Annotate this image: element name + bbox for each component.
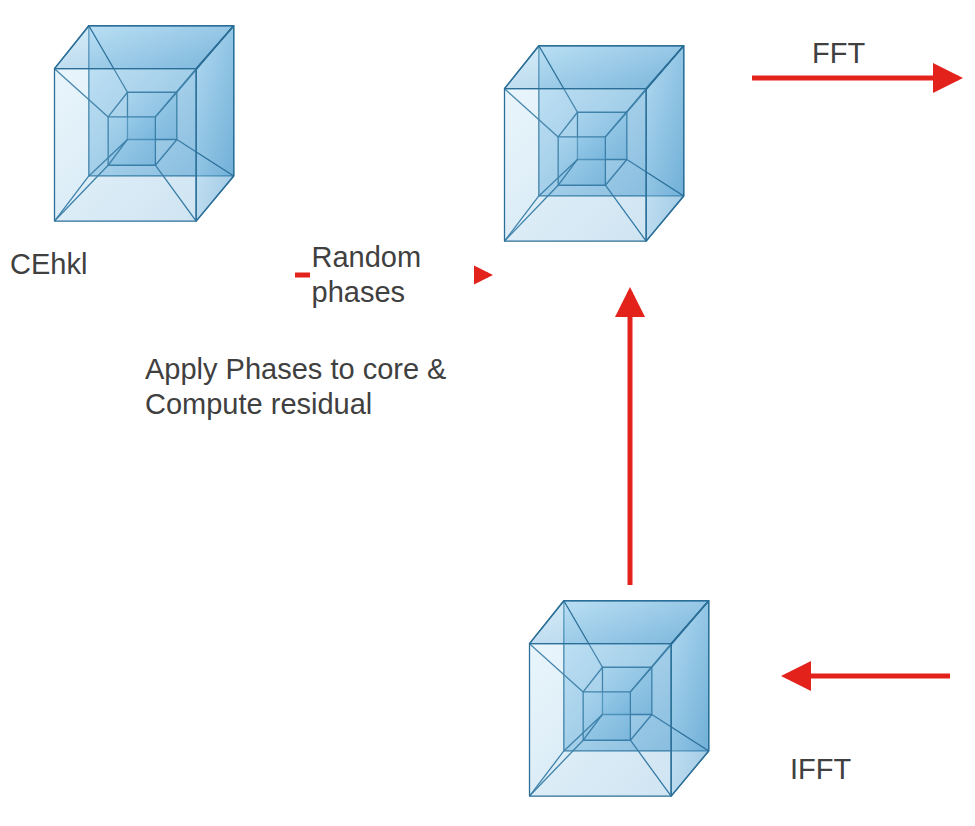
edge-label: Random phases (310, 240, 474, 310)
flow-arrow (628, 292, 633, 585)
fft-arrow (752, 76, 958, 81)
node-label: CEhkl (10, 247, 87, 282)
cube-node (515, 585, 715, 815)
tesseract-cube (495, 35, 690, 255)
edge-label: Apply Phases to core & Compute residual (145, 352, 545, 422)
tesseract-cube (45, 15, 240, 235)
tesseract-cube (520, 590, 715, 810)
transform-label: FFT (812, 36, 865, 71)
cube-node: CEhkl (10, 15, 295, 300)
transform-label: IFFT (790, 752, 851, 787)
ifft-arrow (786, 674, 950, 679)
cube-node (490, 30, 690, 290)
